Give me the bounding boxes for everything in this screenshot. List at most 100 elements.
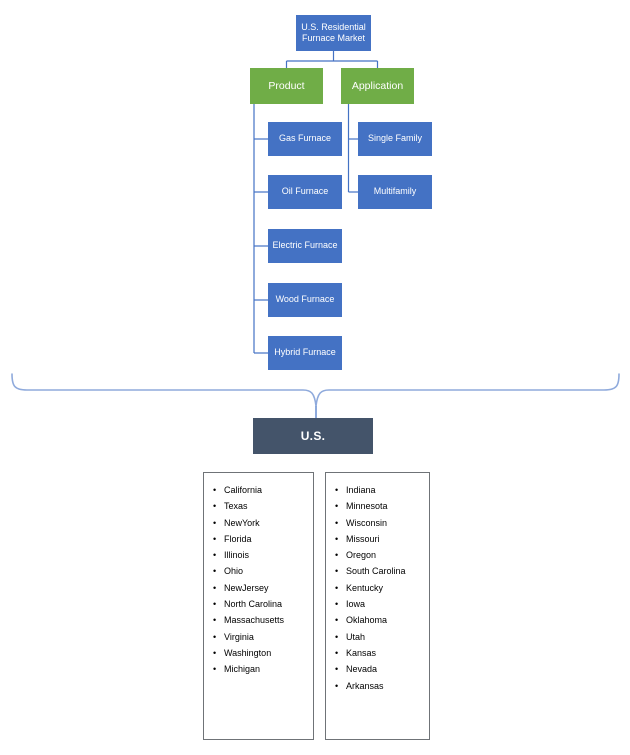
- bullet-icon: •: [335, 517, 339, 528]
- node-label: Gas Furnace: [278, 133, 332, 144]
- state-item: • Michigan: [213, 661, 311, 677]
- state-label: Utah: [346, 631, 366, 642]
- bullet-icon: •: [335, 664, 339, 675]
- state-item: • Minnesota: [335, 498, 427, 514]
- node-oil-furnace: Oil Furnace: [268, 175, 342, 209]
- brace-shape: [11, 373, 620, 407]
- state-label: Minnesota: [346, 501, 388, 512]
- node-label: Oil Furnace: [281, 186, 329, 197]
- state-label: Washington: [224, 647, 272, 658]
- state-label: NewYork: [224, 517, 260, 528]
- state-item: • Iowa: [335, 596, 427, 612]
- bullet-icon: •: [213, 566, 217, 577]
- node-label: Multifamily: [373, 186, 417, 197]
- bullet-icon: •: [213, 631, 217, 642]
- root-node-us-residential-furnace-market: U.S. Residential Furnace Market: [296, 15, 371, 51]
- bullet-icon: •: [335, 533, 339, 544]
- state-label: Michigan: [224, 664, 261, 675]
- state-item: • Florida: [213, 531, 311, 547]
- region-node-label: U.S.: [300, 429, 326, 443]
- bullet-icon: •: [335, 599, 339, 610]
- region-node-us: U.S.: [253, 418, 373, 454]
- state-label: NewJersey: [224, 582, 269, 593]
- state-item: • Wisconsin: [335, 515, 427, 531]
- bullet-icon: •: [335, 566, 339, 577]
- bullet-icon: •: [335, 550, 339, 561]
- bullet-icon: •: [213, 501, 217, 512]
- state-item: • Illinois: [213, 547, 311, 563]
- state-item: • Massachusetts: [213, 612, 311, 628]
- state-item: • Kentucky: [335, 580, 427, 596]
- state-list-column-2: • Indiana • Minnesota • Wisconsin • Missouri…: [325, 472, 430, 740]
- state-label: South Carolina: [346, 566, 406, 577]
- bullet-icon: •: [335, 485, 339, 495]
- state-item: • Kansas: [335, 645, 427, 661]
- node-multifamily: Multifamily: [358, 175, 432, 209]
- state-label: Texas: [224, 501, 248, 512]
- state-label: Oregon: [346, 550, 377, 561]
- bullet-icon: •: [335, 582, 339, 593]
- state-label: Kentucky: [346, 582, 384, 593]
- state-label: Wisconsin: [346, 517, 388, 528]
- state-label: Virginia: [224, 631, 254, 642]
- state-label: Arkansas: [346, 680, 384, 691]
- bullet-icon: •: [335, 680, 339, 691]
- branch-application: Application: [341, 68, 414, 104]
- bullet-icon: •: [213, 485, 217, 495]
- bullet-icon: •: [213, 615, 217, 626]
- branch-product: Product: [250, 68, 323, 104]
- bullet-icon: •: [213, 664, 217, 675]
- state-item: • Indiana: [335, 482, 427, 498]
- state-label: Indiana: [346, 485, 376, 495]
- bullet-icon: •: [213, 550, 217, 561]
- state-item: • California: [213, 482, 311, 498]
- node-single-family: Single Family: [358, 122, 432, 156]
- bullet-icon: •: [335, 647, 339, 658]
- state-label: Nevada: [346, 664, 378, 675]
- state-list: • California • Texas • NewYork • Florida • Il…: [204, 473, 313, 678]
- state-item: • NewJersey: [213, 580, 311, 596]
- state-label: North Carolina: [224, 599, 283, 610]
- bullet-icon: •: [335, 501, 339, 512]
- state-label: Missouri: [346, 533, 380, 544]
- node-label: Hybrid Furnace: [274, 347, 336, 358]
- bullet-icon: •: [213, 582, 217, 593]
- state-item: • Missouri: [335, 531, 427, 547]
- bullet-icon: •: [213, 517, 217, 528]
- state-item: • Oregon: [335, 547, 427, 563]
- state-label: California: [224, 485, 263, 495]
- state-item: • Washington: [213, 645, 311, 661]
- node-label: Electric Furnace: [272, 240, 338, 251]
- state-item: • Utah: [335, 629, 427, 645]
- branch-application-label: Application: [351, 80, 404, 92]
- state-item: •Oklahoma: [335, 612, 427, 628]
- state-label: Ohio: [224, 566, 244, 577]
- bullet-icon: •: [213, 647, 217, 658]
- state-list-column-1: • California • Texas • NewYork • Florida • Il…: [203, 472, 314, 740]
- bullet-icon: •: [213, 599, 217, 610]
- state-list: • Indiana • Minnesota • Wisconsin • Missouri…: [326, 473, 429, 694]
- state-item: • Virginia: [213, 629, 311, 645]
- state-item: • NewYork: [213, 515, 311, 531]
- branch-product-label: Product: [268, 80, 305, 92]
- state-label: Massachusetts: [224, 615, 285, 626]
- node-wood-furnace: Wood Furnace: [268, 283, 342, 317]
- state-item: • North Carolina: [213, 596, 311, 612]
- state-item: • Arkansas: [335, 678, 427, 694]
- bullet-icon: •: [335, 631, 339, 642]
- node-label: Wood Furnace: [275, 294, 335, 305]
- state-item: • South Carolina: [335, 563, 427, 579]
- state-label: Florida: [224, 533, 252, 544]
- state-label: Kansas: [346, 647, 377, 658]
- node-label: Single Family: [367, 133, 423, 144]
- state-item: • Nevada: [335, 661, 427, 677]
- node-electric-furnace: Electric Furnace: [268, 229, 342, 263]
- bullet-icon: •: [213, 533, 217, 544]
- node-hybrid-furnace: Hybrid Furnace: [268, 336, 342, 370]
- state-item: • Texas: [213, 498, 311, 514]
- state-label: Illinois: [224, 550, 250, 561]
- state-label: Iowa: [346, 599, 366, 610]
- state-label: Oklahoma: [346, 615, 388, 626]
